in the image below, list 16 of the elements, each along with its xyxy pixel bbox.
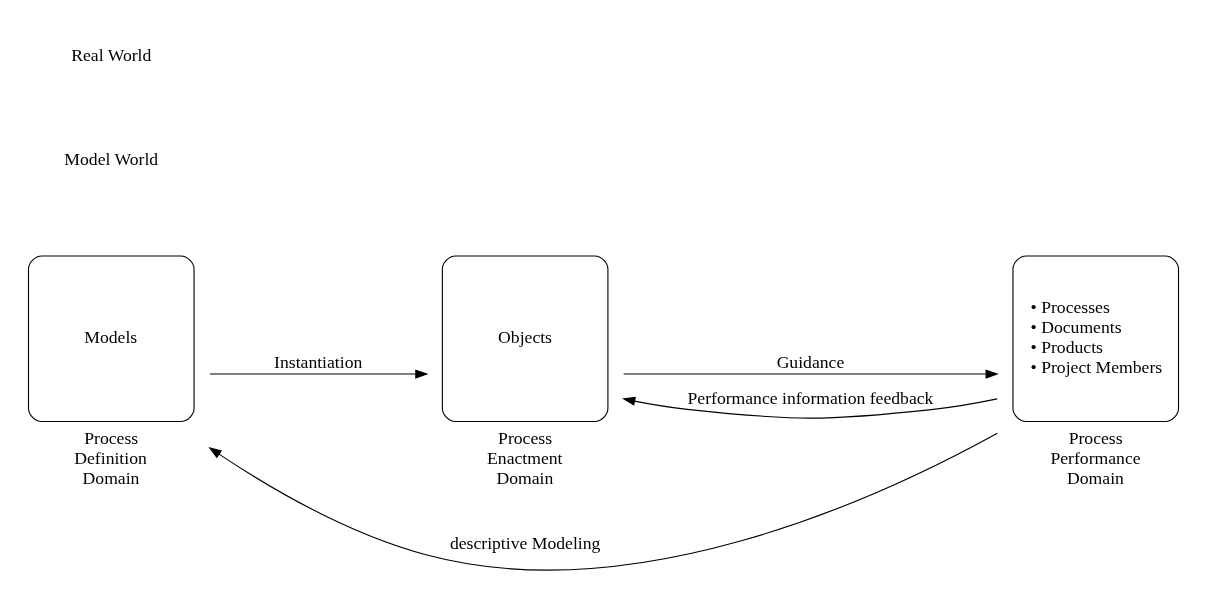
- node-label: Process Enactment Domain: [487, 427, 563, 488]
- arrow: [209, 368, 429, 379]
- node-label: Process Performance Domain: [1050, 427, 1141, 488]
- node-box: Objects: [441, 254, 609, 422]
- edge-label: Guidance: [776, 351, 845, 372]
- node-box: • Processes • Documents • Products • Project Members: [1012, 254, 1180, 422]
- label: Model World: [64, 148, 159, 169]
- edge-label: Performance information feedback: [687, 387, 934, 408]
- arrow: [622, 396, 998, 419]
- node-box: Models: [27, 254, 195, 422]
- label: Real World: [71, 44, 152, 65]
- edge-label: Instantiation: [274, 351, 363, 372]
- node-label: Process Definition Domain: [74, 427, 147, 488]
- arrow: [623, 368, 999, 379]
- edge-label: descriptive Modeling: [449, 532, 601, 553]
- arrow: [208, 432, 998, 570]
